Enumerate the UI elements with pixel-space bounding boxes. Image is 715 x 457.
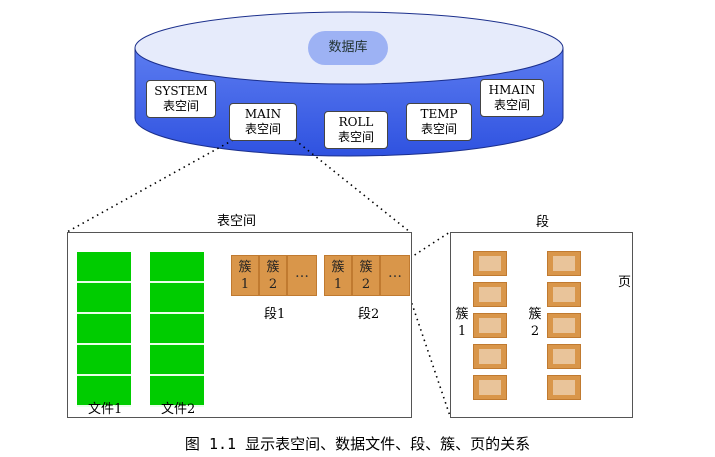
page-inner [553,380,575,395]
cluster-name: 簇 [331,260,345,275]
page-inner [479,380,501,395]
file-block [77,376,131,407]
file-1-label: 文件1 [88,402,123,417]
cluster-number: 2 [361,277,371,292]
page-block [473,251,507,276]
figure-caption: 图 1.1 显示表空间、数据文件、段、簇、页的关系 [184,435,531,453]
page-block [473,375,507,400]
tablespace-suffix: 表空间 [337,130,374,144]
page-block [473,282,507,307]
page-block [547,282,581,307]
file-1 [77,252,131,407]
cluster-number: 2 [530,324,540,339]
page-inner [553,287,575,302]
file-block [77,252,131,283]
tablespace-suffix: 表空间 [420,122,457,136]
cluster-name: 簇 [455,307,469,322]
tablespace-name: TEMP [420,107,458,121]
file-block [150,376,204,407]
tablespace-main: MAIN 表空间 [229,103,297,141]
tablespace-suffix: 表空间 [493,98,530,112]
page-inner [479,256,501,271]
tablespace-panel-title: 表空间 [217,214,257,229]
cluster-number: 2 [268,277,278,292]
cluster-name: 簇 [359,260,373,275]
file-block [77,314,131,345]
tablespace-hmain: HMAIN 表空间 [480,79,544,117]
segment-2-label: 段2 [358,307,380,322]
file-block [150,345,204,376]
file-2-label: 文件2 [161,402,196,417]
page-inner [553,318,575,333]
cluster-number: 1 [457,324,467,339]
segment-cluster-1-label: 簇 1 [454,306,470,340]
page-block [547,344,581,369]
cluster-number: 1 [240,277,250,292]
file-block [77,283,131,314]
tablespace-roll: ROLL 表空间 [324,111,388,149]
file-block [150,314,204,345]
segment-1-cluster-1: 簇 1 [231,255,259,296]
connector-segment-top [409,231,451,259]
file-block [150,252,204,283]
page-inner [553,256,575,271]
page-block [547,375,581,400]
segment-cluster-2-label: 簇 2 [527,306,543,340]
page-block [473,313,507,338]
segment-1-more: … [287,255,317,296]
tablespace-name: ROLL [338,115,374,129]
segment-2-more: … [380,255,410,296]
cluster-number: 1 [333,277,343,292]
page-block [547,251,581,276]
database-label: 数据库 [308,31,388,65]
file-block [150,283,204,314]
file-block [77,345,131,376]
segment-2-cluster-2: 簇 2 [352,255,380,296]
segment-panel-title: 段 [536,215,550,230]
cluster-name: 簇 [266,260,280,275]
connector-main-to-tablespace-left [66,139,234,233]
segment-1-cluster-2: 簇 2 [259,255,287,296]
page-inner [479,318,501,333]
tablespace-name: MAIN [244,107,282,121]
tablespace-name: SYSTEM [154,84,208,98]
cluster-name: 簇 [238,260,252,275]
page-label: 页 [618,275,632,290]
page-block [547,313,581,338]
page-inner [553,349,575,364]
file-2 [150,252,204,407]
segment-1-label: 段1 [264,307,286,322]
tablespace-system: SYSTEM 表空间 [146,80,216,118]
tablespace-suffix: 表空间 [244,122,281,136]
segment-2-cluster-1: 簇 1 [324,255,352,296]
cluster-name: 簇 [528,307,542,322]
tablespace-name: HMAIN [488,83,536,97]
page-block [473,344,507,369]
connector-segment-bottom [409,297,451,417]
tablespace-temp: TEMP 表空间 [406,103,472,141]
page-inner [479,349,501,364]
tablespace-suffix: 表空间 [162,99,199,113]
page-inner [479,287,501,302]
